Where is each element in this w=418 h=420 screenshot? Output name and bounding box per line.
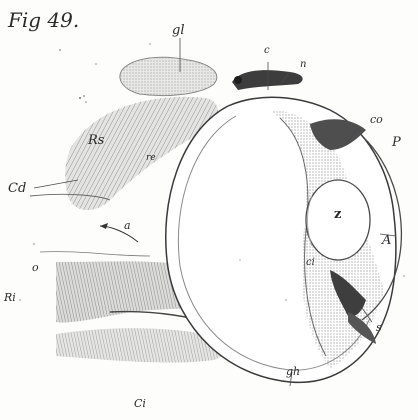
label-ri: Ri bbox=[4, 292, 16, 303]
label-a: a bbox=[124, 220, 131, 231]
label-s: s bbox=[376, 322, 382, 333]
label-o: o bbox=[32, 262, 39, 273]
label-ci-bottom: Ci bbox=[134, 398, 146, 409]
label-re: re bbox=[146, 154, 156, 163]
label-gl: gl bbox=[172, 24, 184, 37]
upper-lid-rim bbox=[232, 70, 303, 90]
figure-title: Fig 49. bbox=[8, 10, 79, 30]
label-co: co bbox=[370, 114, 383, 125]
label-gh: gh bbox=[286, 366, 300, 377]
gland-shape bbox=[120, 57, 217, 95]
label-p: P bbox=[392, 136, 401, 149]
label-cd: Cd bbox=[8, 182, 26, 195]
label-capital-a: A bbox=[382, 234, 391, 247]
label-z: z bbox=[334, 208, 341, 221]
label-ci: ci bbox=[306, 258, 315, 268]
label-rs: Rs bbox=[88, 134, 104, 147]
label-n: n bbox=[300, 60, 306, 70]
label-c-top: c bbox=[264, 46, 270, 56]
